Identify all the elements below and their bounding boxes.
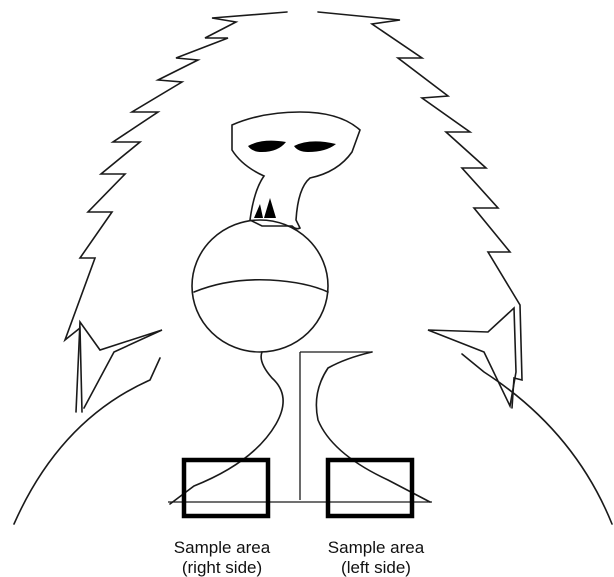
right-sample-side: (right side) (182, 558, 262, 577)
left-sample-title: Sample area (328, 538, 425, 557)
body-outline-left (14, 358, 160, 524)
right-cheek-tuft (428, 308, 516, 406)
sample-area-left-side-box (328, 460, 412, 516)
left-cheek-tuft (76, 322, 162, 412)
right-eye (294, 141, 336, 152)
mane-outline-right (318, 12, 522, 408)
right-nostril (264, 198, 276, 218)
right-sample-title: Sample area (174, 538, 271, 557)
left-eye (248, 141, 286, 152)
left-sample-side: (left side) (341, 558, 411, 577)
mouth-line (194, 280, 328, 292)
body-outline-right (462, 354, 612, 524)
left-nostril (254, 204, 263, 218)
sample-area-right-side-box (184, 460, 268, 516)
face-outline (232, 112, 360, 229)
